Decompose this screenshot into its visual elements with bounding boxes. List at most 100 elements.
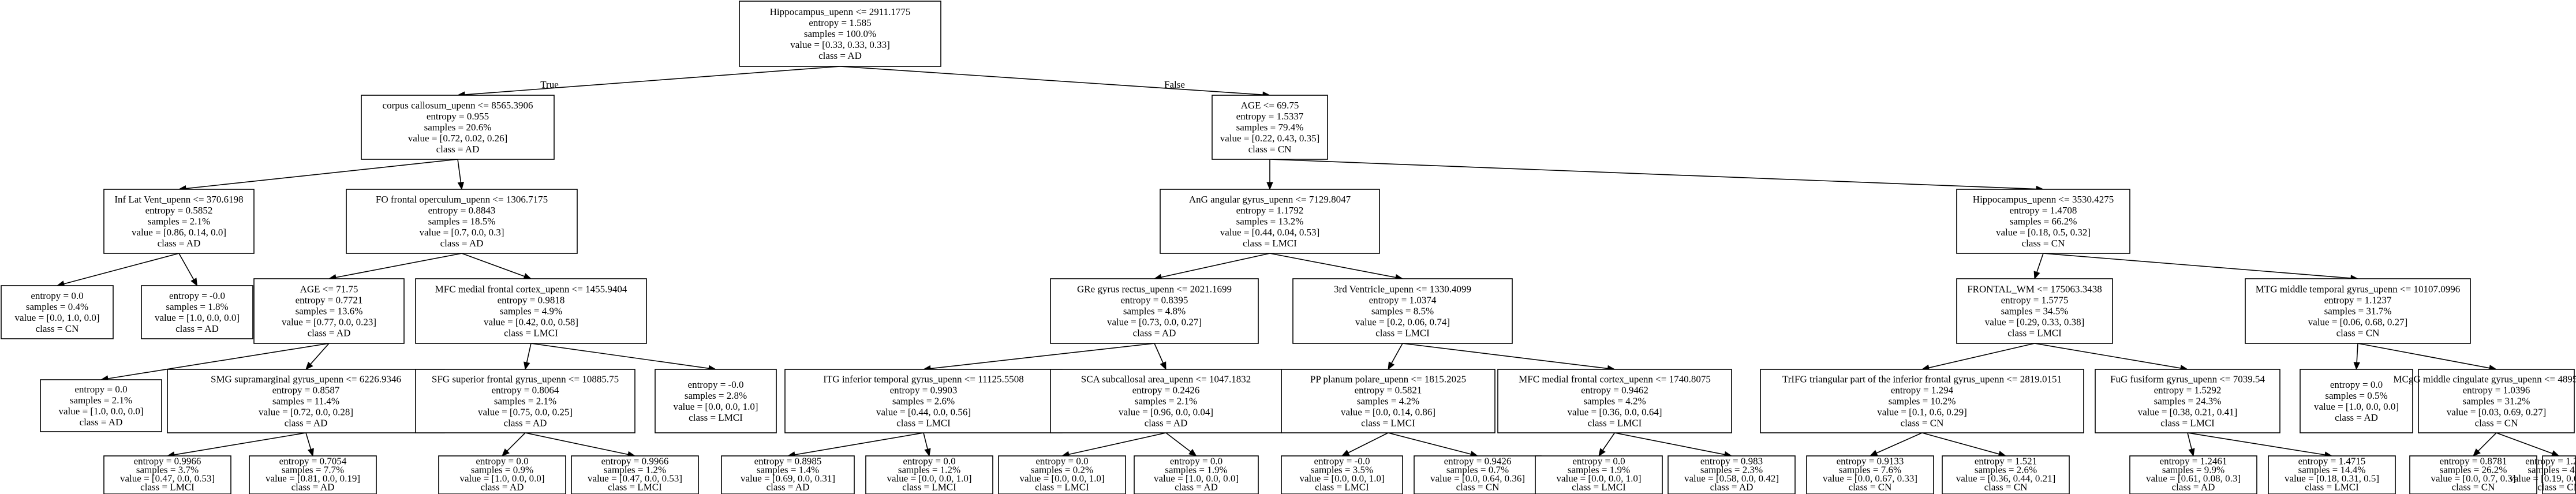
node-line: class = CN: [1901, 417, 1944, 428]
node-box: [1050, 369, 1282, 433]
node-line: samples = 4.9%: [500, 305, 562, 316]
node-line: value = [1.0, 0.0, 0.0]: [2314, 401, 2399, 412]
node-box: [655, 369, 777, 433]
node-line: class = AD: [1145, 417, 1188, 428]
node-line: value = [0.96, 0.0, 0.04]: [1119, 406, 1213, 417]
node-box: [2129, 455, 2257, 494]
node-line: samples = 1.9%: [1165, 465, 1227, 476]
node-box: [2300, 369, 2413, 433]
edge-n34-n36: [1921, 432, 1999, 455]
node-box: [1134, 455, 1259, 494]
arrowhead-n2-n4: [190, 278, 198, 287]
node-line: SCA subcallosal area_upenn <= 1047.1832: [1081, 373, 1251, 384]
node-line: samples = 2.8%: [685, 390, 747, 401]
edge-n25-n29: [1402, 343, 1608, 369]
edge-n17-n25: [1269, 253, 1396, 278]
node-line: value = [0.0, 0.14, 0.86]: [1341, 406, 1435, 417]
edge-n26-n27: [1348, 432, 1389, 454]
node-line: GRe gyrus rectus_upenn <= 2021.1699: [1077, 283, 1232, 294]
node-line: value = [0.0, 0.0, 1.0]: [674, 401, 758, 412]
node-line: samples = 14.4%: [2298, 465, 2366, 476]
node-line: value = [0.36, 0.44, 0.21]: [1956, 473, 2055, 484]
arrowhead-n34-n35: [1869, 450, 1878, 456]
node-line: samples = 1.2%: [898, 465, 960, 476]
node-line: class = AD: [1133, 327, 1176, 338]
node-line: samples = 34.5%: [2001, 305, 2069, 316]
tree-node-n19: ITG inferior temporal gyrus_upenn <= 111…: [784, 369, 1063, 433]
edge-n29-n31: [1614, 432, 1725, 455]
tree-node-n29: MFC medial frontal cortex_upenn <= 1740.…: [1497, 369, 1732, 433]
node-line: class = LMCI: [1243, 238, 1297, 249]
node-box: [1414, 455, 1542, 494]
node-line: entropy = 0.5821: [1355, 384, 1422, 395]
node-line: entropy = 0.0: [476, 456, 528, 467]
node-line: entropy = -0.0: [688, 379, 744, 390]
node-line: samples = 31.7%: [2324, 305, 2392, 316]
node-line: entropy = 0.0: [2330, 379, 2383, 390]
node-line: samples = 8.5%: [1371, 305, 1434, 316]
node-line: class = CN: [2537, 482, 2576, 493]
node-line: entropy = 1.294: [1891, 384, 1954, 395]
node-line: value = [0.0, 0.0, 1.0]: [1300, 473, 1385, 484]
arrowhead-n16-n17: [1266, 182, 1273, 190]
node-line: class = CN: [2336, 327, 2380, 338]
node-line: class = CN: [36, 323, 79, 334]
node-box: [103, 455, 231, 494]
edge-n22-n24: [1165, 432, 1191, 452]
node-line: class = CN: [1984, 482, 2028, 493]
node-line: class = LMCI: [1572, 482, 1626, 493]
node-line: entropy = 0.9818: [498, 294, 565, 305]
node-line: samples = 100.0%: [804, 28, 876, 39]
node-line: SMG supramarginal gyrus_upenn <= 6226.93…: [211, 373, 401, 384]
node-line: class = AD: [158, 238, 201, 249]
node-line: entropy = 0.9462: [1581, 384, 1648, 395]
edge-n32-n40: [2043, 253, 2351, 279]
tree-node-n37: FuG fusiform gyrus_upenn <= 7039.54entro…: [2095, 369, 2280, 433]
node-line: value = [0.1, 0.6, 0.29]: [1877, 406, 1966, 417]
node-line: value = [0.72, 0.0, 0.28]: [259, 406, 353, 417]
node-line: class = LMCI: [2160, 417, 2215, 428]
node-box: [1050, 278, 1259, 344]
node-line: entropy = 1.585: [809, 17, 871, 28]
node-line: value = [0.47, 0.0, 0.53]: [588, 473, 682, 484]
node-line: samples = 0.5%: [2325, 390, 2387, 401]
node-line: samples = 79.4%: [1236, 122, 1304, 133]
tree-node-n5: FO frontal operculum_upenn <= 1306.7175e…: [346, 189, 578, 254]
node-line: class = AD: [504, 417, 547, 428]
edge-n34-n35: [1876, 432, 1923, 454]
node-line: samples = 0.9%: [471, 465, 533, 476]
node-box: [253, 278, 405, 344]
node-line: entropy = 1.2657: [2525, 456, 2576, 467]
node-line: samples = 24.3%: [2154, 395, 2222, 406]
node-box: [998, 455, 1126, 494]
node-line: value = [0.75, 0.0, 0.25]: [478, 406, 573, 417]
node-line: entropy = 0.9426: [1444, 456, 1512, 467]
tree-node-n42: MCgG middle cingulate gyrus_upenn <= 489…: [2393, 369, 2576, 433]
node-line: samples = 2.1%: [148, 216, 210, 227]
tree-node-n18: GRe gyrus rectus_upenn <= 2021.1699entro…: [1050, 278, 1259, 344]
node-line: samples = 4.2%: [1357, 395, 1419, 406]
node-line: entropy = 0.7721: [296, 294, 363, 305]
arrowhead-n25-n26: [1388, 361, 1395, 370]
node-line: value = [1.0, 0.0, 0.0]: [59, 406, 144, 417]
edge-n6-n8: [310, 343, 330, 365]
edge-n19-n20: [794, 432, 924, 455]
node-line: MFC medial frontal cortex_upenn <= 1740.…: [1519, 373, 1711, 384]
node-box: [1668, 455, 1796, 494]
arrowhead-n12-n13: [502, 448, 510, 456]
node-line: FO frontal operculum_upenn <= 1306.7175: [376, 194, 548, 205]
node-box: [346, 189, 578, 254]
